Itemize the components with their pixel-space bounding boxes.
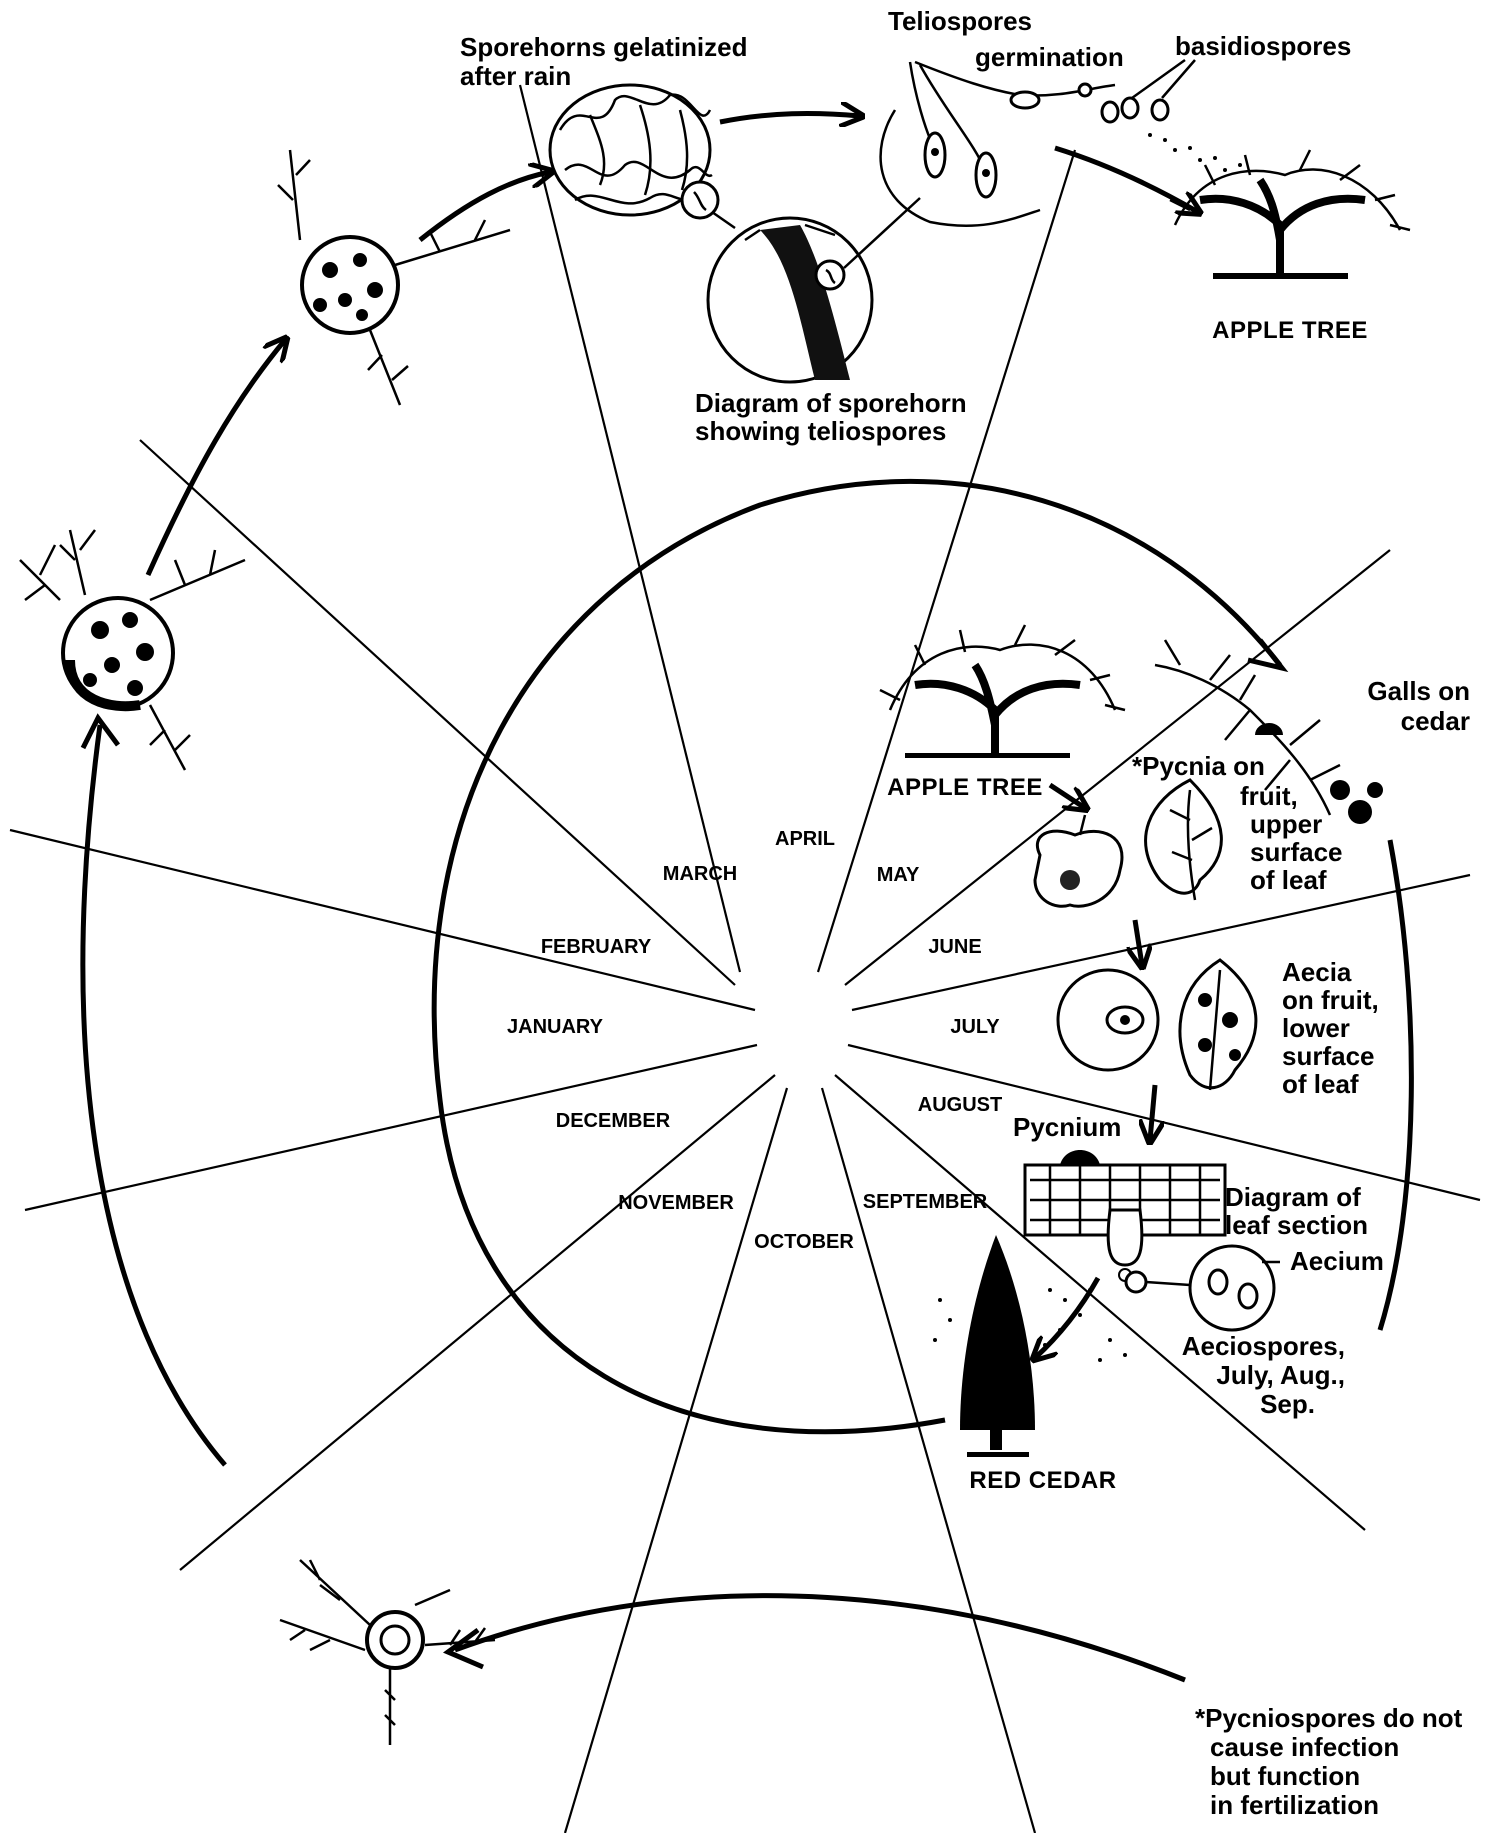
month-label-march: MARCH (663, 863, 737, 885)
label-aecium: Aecium (1290, 1246, 1384, 1276)
label-aecia-line3: lower (1282, 1013, 1350, 1043)
month-label-december: DECEMBER (556, 1110, 671, 1132)
month-label-may: MAY (877, 864, 920, 886)
label-germination: germination (975, 42, 1124, 72)
label-aeciospores-line3: Sep. (1260, 1389, 1315, 1419)
label-pycnia-line5: of leaf (1250, 865, 1327, 895)
sporehorns-mass (550, 85, 718, 218)
label-sporehorn-diagram-line1: Diagram of sporehorn (695, 388, 967, 418)
label-sporehorns-line1: Sporehorns gelatinized (460, 32, 748, 62)
label-aeciospores-line1: Aeciospores, (1182, 1331, 1345, 1361)
cedar-gall-young (278, 150, 510, 405)
month-label-august: AUGUST (918, 1094, 1002, 1116)
leaf-section-diagram (1025, 1150, 1225, 1281)
label-teliospores: Teliospores (888, 6, 1032, 36)
month-label-november: NOVEMBER (618, 1192, 734, 1214)
label-galls-line1: Galls on (1367, 676, 1470, 706)
label-pycnia-line1: *Pycnia on (1132, 751, 1265, 781)
basidiospores (1102, 60, 1242, 172)
arrow-sporehorns-to-teliospores (720, 114, 860, 122)
label-basidiospores: basidiospores (1175, 31, 1351, 61)
month-label-july: JULY (950, 1016, 1000, 1038)
pycnia-apple-and-leaf (1035, 780, 1221, 906)
footnote-line1: *Pycniospores do not (1195, 1703, 1463, 1733)
month-label-january: JANUARY (507, 1016, 604, 1038)
arrow-pycnia-to-aecia (1135, 920, 1142, 965)
label-aecia-line1: Aecia (1282, 957, 1352, 987)
label-aeciospores-line2: July, Aug., (1216, 1360, 1345, 1390)
arrow-aecia-to-section (1150, 1085, 1155, 1140)
label-sporehorns-line2: after rain (460, 61, 571, 91)
label-galls-line2: cedar (1401, 706, 1470, 736)
outer-bottom-arc (455, 1596, 1185, 1680)
label-leaf-section-line1: Diagram of (1225, 1182, 1361, 1212)
label-aecia-line2: on fruit, (1282, 985, 1379, 1015)
month-label-september: SEPTEMBER (863, 1191, 988, 1213)
sporehorn-diagram-circle (708, 218, 872, 382)
red-cedar-tree (933, 1235, 1127, 1457)
aeciospores-detail (1126, 1246, 1280, 1330)
label-aecia-line5: of leaf (1282, 1069, 1359, 1099)
label-aecia-line4: surface (1282, 1041, 1375, 1071)
footnote-line4: in fertilization (1210, 1790, 1379, 1820)
label-sporehorn-diagram-line2: showing teliospores (695, 416, 946, 446)
cedar-gall-dormant (280, 1560, 495, 1745)
label-pycnia-line2: fruit, (1240, 781, 1298, 811)
cedar-gall-mature (20, 530, 245, 770)
label-pycnia-line3: upper (1250, 809, 1322, 839)
footnote-line3: but function (1210, 1761, 1360, 1791)
arrow-gall-to-gall (148, 340, 285, 575)
label-pycnia-line4: surface (1250, 837, 1343, 867)
month-label-june: JUNE (928, 936, 981, 958)
label-pycnium: Pycnium (1013, 1112, 1121, 1142)
inner-arc-arrowhead (1248, 640, 1282, 668)
apple-tree-center (880, 625, 1125, 758)
label-leaf-section-line2: leaf section (1225, 1210, 1368, 1240)
label-apple-tree-center: APPLE TREE (887, 774, 1043, 801)
label-red-cedar: RED CEDAR (969, 1467, 1116, 1494)
month-label-february: FEBRUARY (541, 936, 652, 958)
label-apple-tree-top: APPLE TREE (1212, 317, 1368, 344)
month-label-october: OCTOBER (754, 1231, 854, 1253)
aecia-apple-and-leaf (1058, 960, 1256, 1090)
apple-tree-top (1170, 150, 1410, 279)
outer-left-arc (83, 725, 225, 1465)
arrow-gall-to-sporehorns (420, 172, 550, 240)
footnote-line2: cause infection (1210, 1732, 1399, 1762)
month-label-april: APRIL (775, 828, 835, 850)
inner-right-arc (1380, 840, 1411, 1330)
